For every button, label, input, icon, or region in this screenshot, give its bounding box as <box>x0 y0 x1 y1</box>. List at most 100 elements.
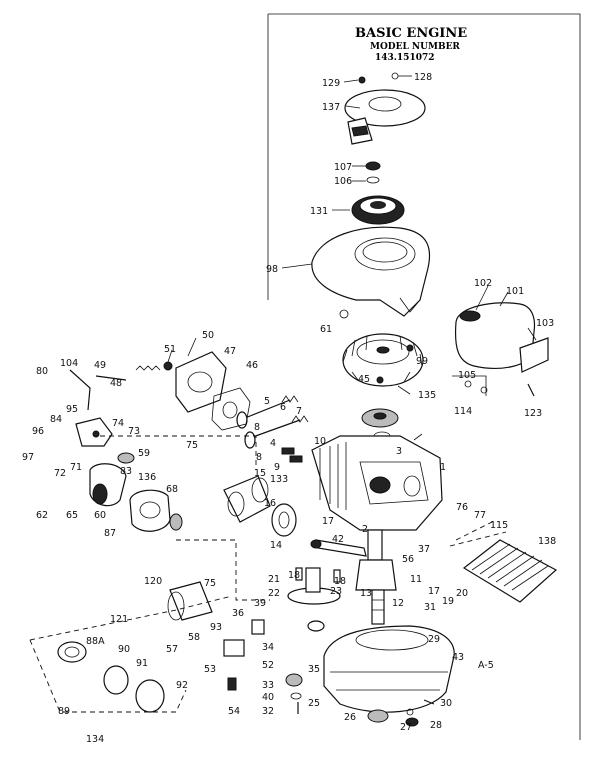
washer-106 <box>366 176 380 184</box>
part-label-4: 4 <box>270 438 276 449</box>
screw-99 <box>406 344 414 352</box>
part-label-98: 98 <box>266 264 278 275</box>
part-label-32: 32 <box>262 706 274 717</box>
bearing-88a-inner <box>64 646 80 658</box>
part-label-23: 23 <box>330 586 342 597</box>
part-label-84: 84 <box>50 414 62 425</box>
tappet-21 <box>295 567 303 581</box>
part-label-121: 121 <box>110 614 128 625</box>
part-label-90: 90 <box>118 644 130 655</box>
flywheel-adapter <box>361 408 399 441</box>
parts-bag-138 <box>462 539 558 603</box>
part-label-17: 17 <box>322 516 334 527</box>
part-label-36: 36 <box>232 608 244 619</box>
part-label-104: 104 <box>60 358 78 369</box>
part-label-31: 31 <box>424 602 436 613</box>
part-label-3: 3 <box>396 446 402 457</box>
part-label-120: 120 <box>144 576 162 587</box>
cover-92 <box>135 679 165 713</box>
part-label-73: 73 <box>128 426 140 437</box>
part-label-45: 45 <box>358 374 370 385</box>
part-label-61: 61 <box>320 324 332 335</box>
part-label-21: 21 <box>268 574 280 585</box>
nut-107 <box>365 161 381 171</box>
part-label-19: 19 <box>442 596 454 607</box>
part-label-43: 43 <box>452 652 464 663</box>
part-label-40: 40 <box>262 692 274 703</box>
washer-40 <box>290 692 302 700</box>
part-label-37: 37 <box>418 544 430 555</box>
clip-52 <box>251 619 265 635</box>
throttle-link-80 <box>69 369 127 411</box>
part-label-96: 96 <box>32 426 44 437</box>
part-label-75: 75 <box>186 440 198 451</box>
part-label-25: 25 <box>308 698 320 709</box>
part-label-101: 101 <box>506 286 524 297</box>
part-label-114: 114 <box>454 406 472 417</box>
screw-45 <box>376 376 384 384</box>
part-label-8: 8 <box>256 452 262 463</box>
part-label-1: 1 <box>440 462 446 473</box>
part-label-48: 48 <box>110 378 122 389</box>
part-label-10: 10 <box>314 436 326 447</box>
part-label-9: 9 <box>274 462 280 473</box>
part-label-80: 80 <box>36 366 48 377</box>
carburetor <box>129 489 183 532</box>
part-label-a-5: A-5 <box>478 660 494 671</box>
part-label-11: 11 <box>410 574 422 585</box>
governor-spring-49 <box>135 361 173 371</box>
plug-33 <box>285 673 303 687</box>
part-label-12: 12 <box>392 598 404 609</box>
muffler <box>454 302 549 373</box>
bracket-53 <box>223 639 245 657</box>
plug-26 <box>367 709 389 723</box>
starter-cup <box>344 89 426 145</box>
part-label-88a: 88A <box>86 636 105 647</box>
part-label-18: 18 <box>334 576 346 587</box>
part-label-95: 95 <box>66 404 78 415</box>
part-label-135: 135 <box>418 390 436 401</box>
part-label-50: 50 <box>202 330 214 341</box>
part-label-76: 76 <box>456 502 468 513</box>
part-label-93: 93 <box>210 622 222 633</box>
screw-61 <box>339 309 349 319</box>
pump-83 <box>89 463 127 507</box>
part-label-15: 15 <box>254 468 266 479</box>
crankshaft <box>355 529 397 625</box>
cylinder-crankcase <box>311 435 443 531</box>
part-label-74: 74 <box>112 418 124 429</box>
part-label-29: 29 <box>428 634 440 645</box>
part-label-123: 123 <box>524 408 542 419</box>
lockwasher-114 <box>464 380 472 388</box>
part-label-33: 33 <box>262 680 274 691</box>
leader-77 <box>449 531 507 547</box>
part-label-83: 83 <box>120 466 132 477</box>
part-label-35: 35 <box>308 664 320 675</box>
leader-76 <box>455 519 497 541</box>
part-label-13: 13 <box>360 588 372 599</box>
part-label-128: 128 <box>414 72 432 83</box>
blower-housing <box>311 226 431 317</box>
gasket-16 <box>271 503 297 537</box>
part-label-20: 20 <box>456 588 468 599</box>
part-label-107: 107 <box>334 162 352 173</box>
bracket-105 <box>452 375 487 396</box>
starter-motor <box>167 581 213 621</box>
part-label-7: 7 <box>296 406 302 417</box>
part-label-102: 102 <box>474 278 492 289</box>
leader-75-b <box>176 539 270 601</box>
part-54 <box>227 677 237 691</box>
part-label-87: 87 <box>104 528 116 539</box>
part-label-58: 58 <box>188 632 200 643</box>
leader-75-a <box>100 435 257 470</box>
part-label-134: 134 <box>86 734 104 745</box>
part-label-129: 129 <box>322 78 340 89</box>
part-label-137: 137 <box>322 102 340 113</box>
part-label-54: 54 <box>228 706 240 717</box>
tank-bracket-84 <box>75 417 113 447</box>
part-label-14: 14 <box>270 540 282 551</box>
part-label-59: 59 <box>138 448 150 459</box>
part-label-99: 99 <box>416 356 428 367</box>
part-label-91: 91 <box>136 658 148 669</box>
